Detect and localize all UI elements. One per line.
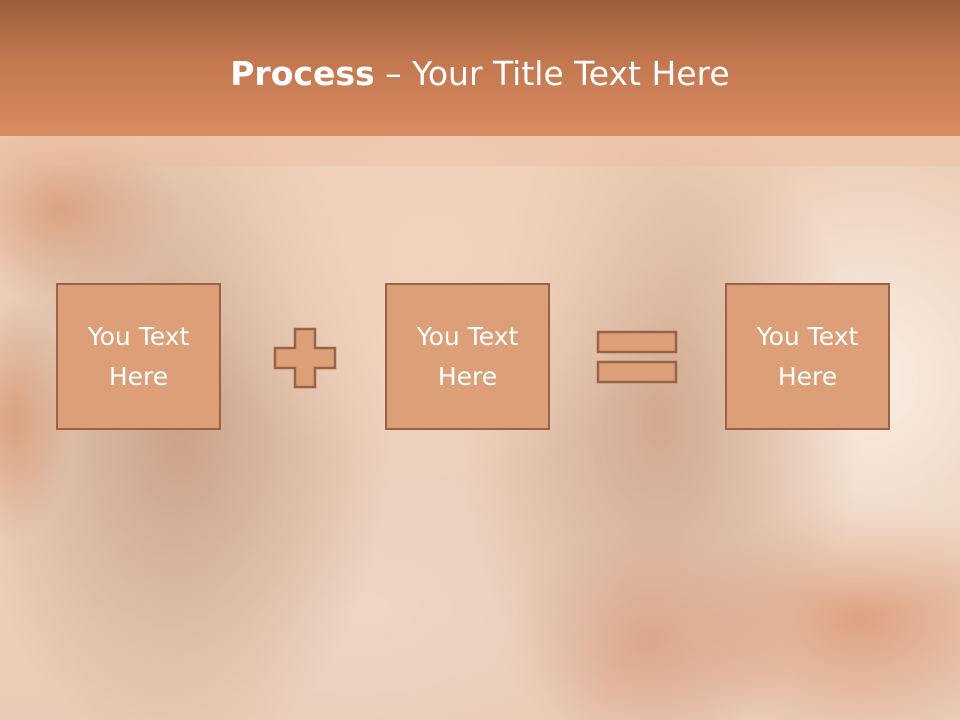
box-3-line-1: You Text [756,321,859,351]
equals-icon [596,330,678,384]
box-3-line-2: Here [777,361,838,391]
background-band [0,136,960,166]
box-2-line-2: Here [437,361,498,391]
box-2-line-1: You Text [416,321,519,351]
slide-title[interactable]: Process – Your Title Text Here [0,52,960,96]
title-bold: Process [230,54,375,93]
title-rest: – Your Title Text Here [374,54,730,93]
box-1-line-1: You Text [87,321,190,351]
plus-icon [273,327,337,389]
box-1-line-2: Here [108,361,169,391]
process-box-3[interactable]: You Text Here [725,283,890,430]
title-bar: Process – Your Title Text Here [0,0,960,136]
process-box-1[interactable]: You Text Here [56,283,221,430]
process-box-2[interactable]: You Text Here [385,283,550,430]
